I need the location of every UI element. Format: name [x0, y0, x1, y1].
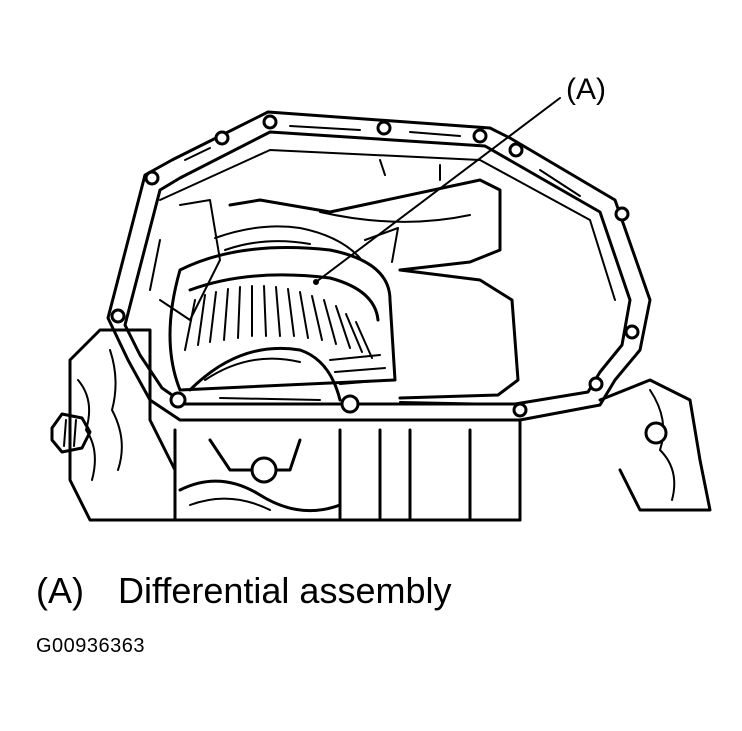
flange-bolt-holes [110, 114, 640, 418]
legend-key: (A) [36, 570, 84, 611]
carrier-housing [159, 159, 520, 400]
plug-bolt [50, 412, 92, 454]
legend-text: Differential assembly [118, 570, 452, 611]
figure-id: G00936363 [36, 635, 146, 657]
differential-assembly-illustration [50, 97, 712, 522]
callout-leader-line [315, 97, 561, 283]
gear-teeth [184, 285, 373, 359]
flange-slots [149, 125, 581, 405]
callout-point [313, 279, 319, 285]
differential-ring-gear [168, 225, 399, 402]
transmission-case [68, 328, 712, 522]
legend-row: (A) Differential assembly [36, 570, 451, 612]
callout-marker-a: (A) [566, 73, 606, 106]
